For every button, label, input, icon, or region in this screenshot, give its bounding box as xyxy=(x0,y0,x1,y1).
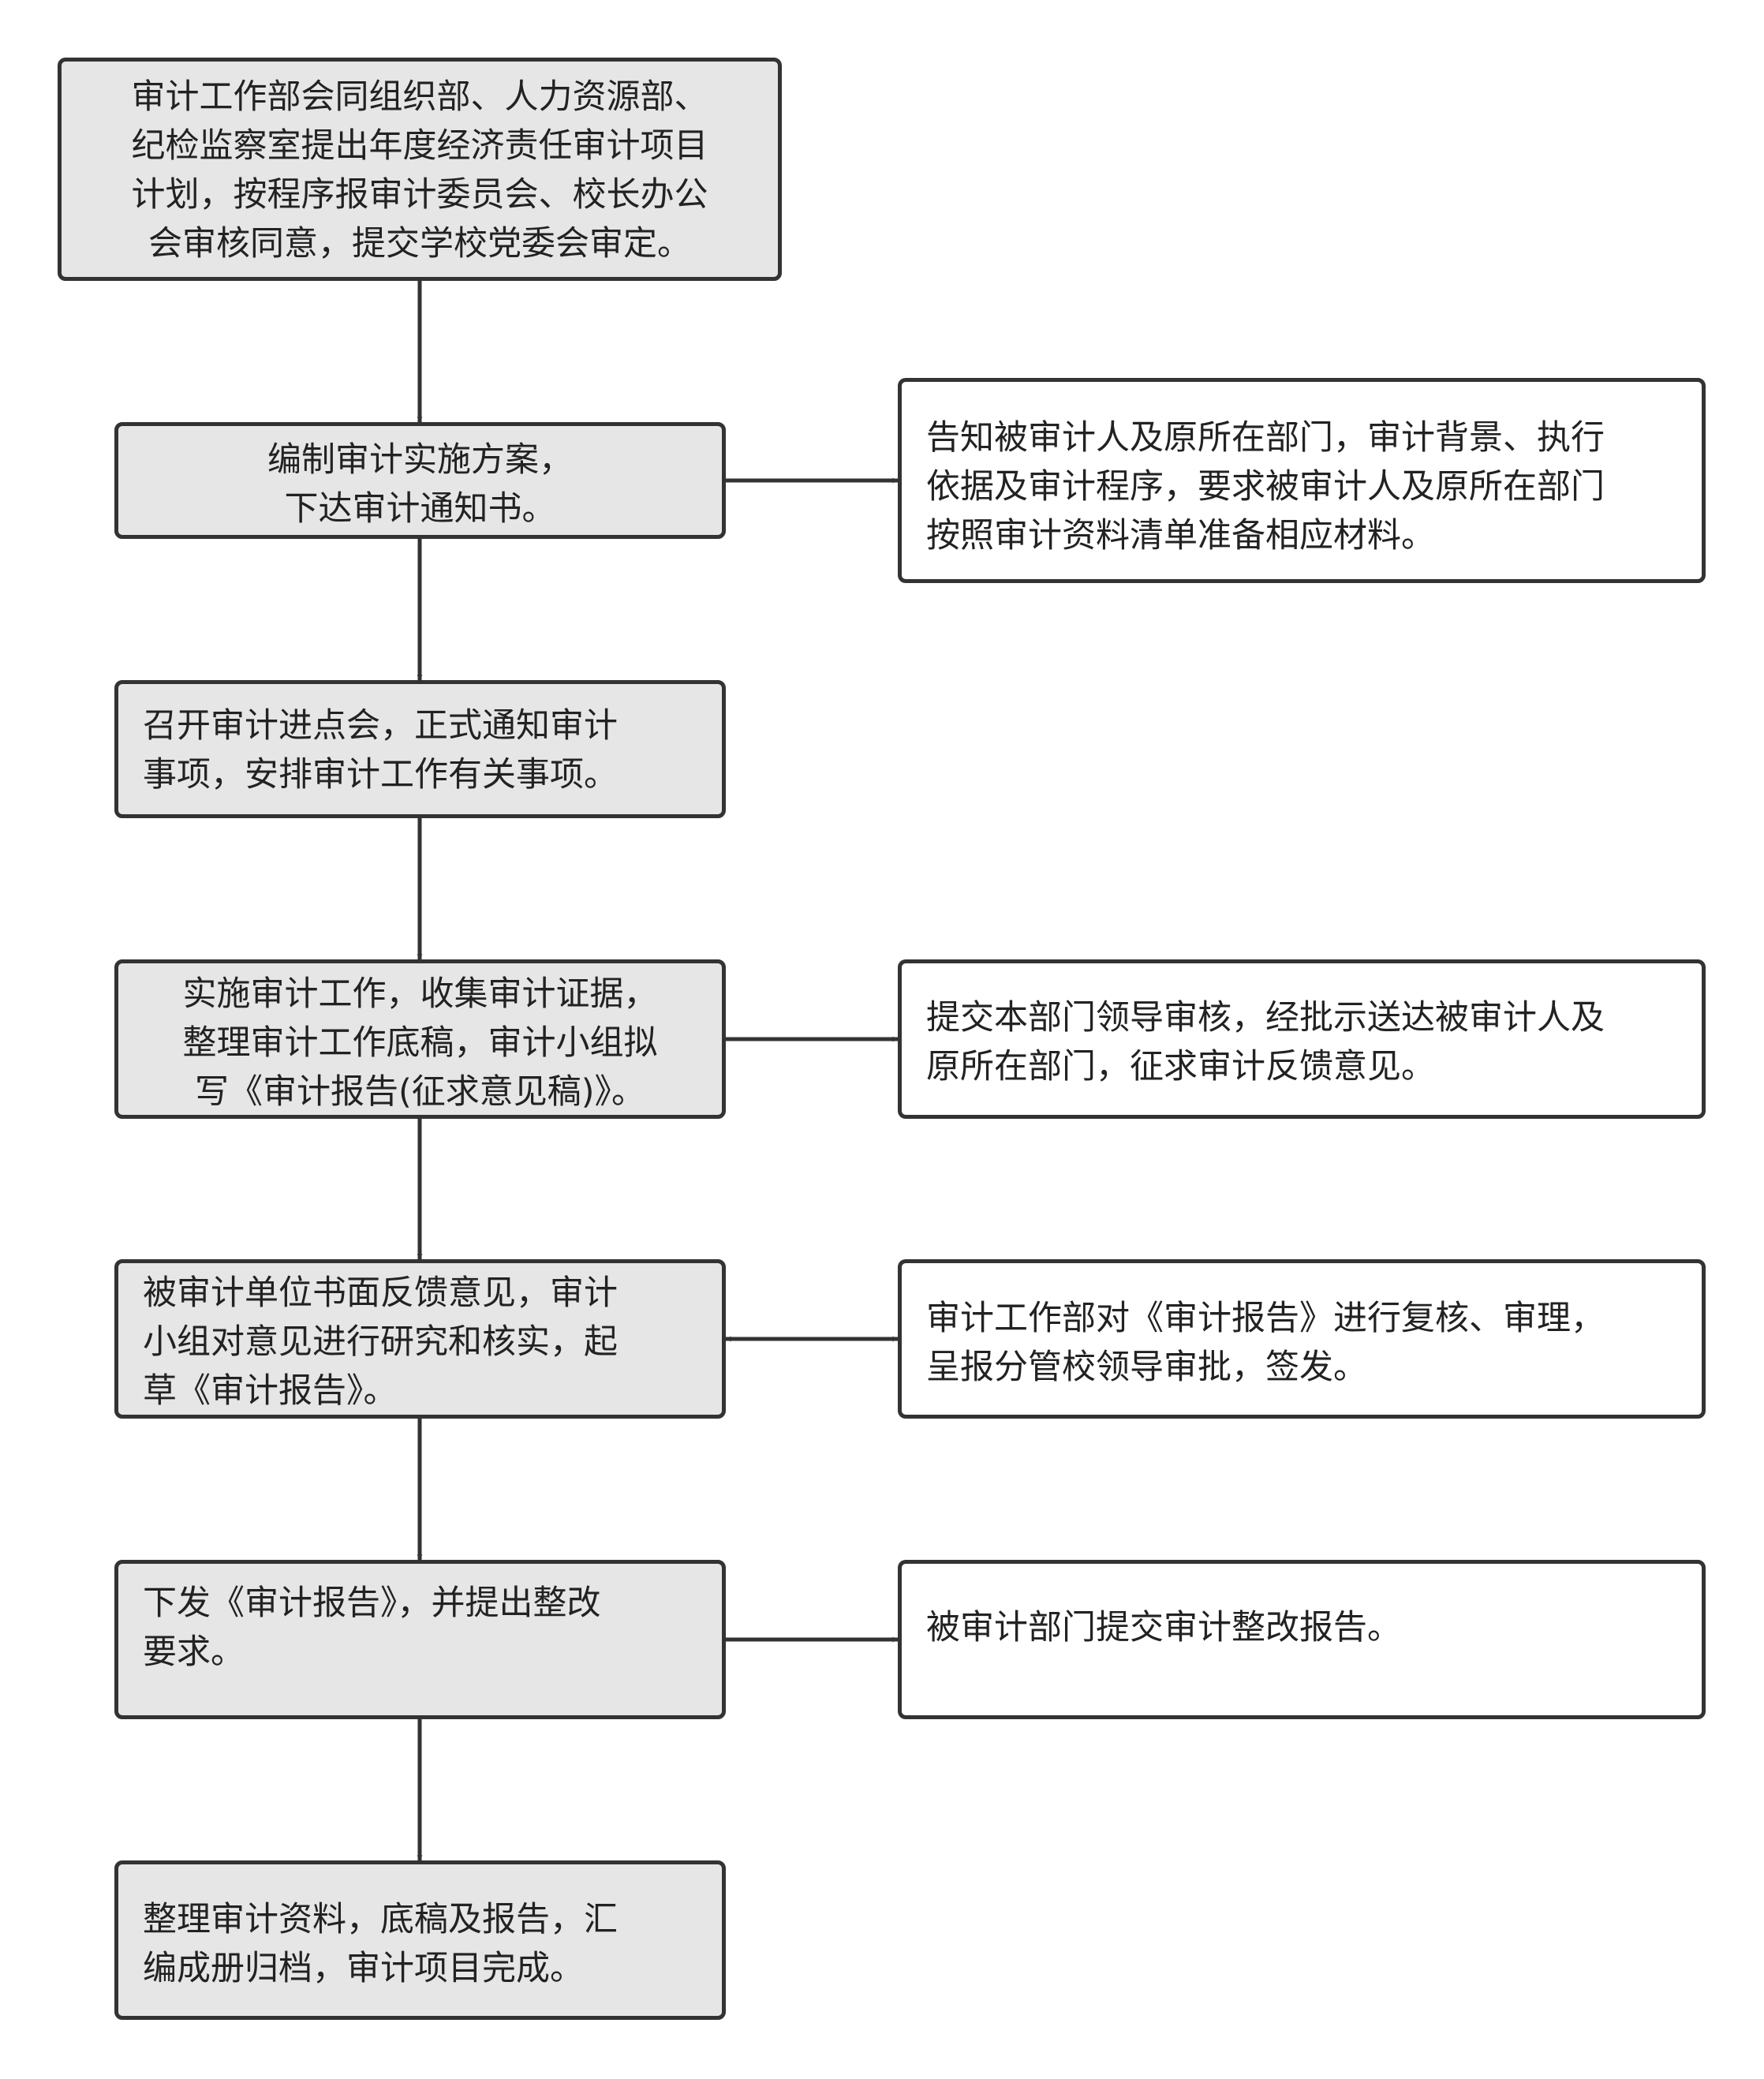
step-3-line-1: 召开审计进点会，正式通知审计 xyxy=(143,706,618,746)
note-1-line-3: 按照审计资料清单准备相应材料。 xyxy=(926,516,1435,555)
note-3-box: 审计工作部对《审计报告》进行复核、审理， 呈报分管校领导审批，签发。 xyxy=(898,1259,1706,1419)
step-4-box: 实施审计工作，收集审计证据， 整理审计工作底稿，审计小组拟 写《审计报告(征求意… xyxy=(114,959,726,1119)
note-1-line-1: 告知被审计人及原所在部门，审计背景、执行 xyxy=(926,418,1605,458)
note-2-box: 提交本部门领导审核，经批示送达被审计人及 原所在部门，征求审计反馈意见。 xyxy=(898,959,1706,1119)
step-2-line-2: 下达审计通知书。 xyxy=(284,489,556,529)
step-6-line-1: 下发《审计报告》，并提出整改 xyxy=(143,1584,601,1623)
step-7-box: 整理审计资料，底稿及报告，汇 编成册归档，审计项目完成。 xyxy=(114,1860,726,2020)
step-5-line-2: 小组对意见进行研究和核实，起 xyxy=(143,1322,618,1362)
step-2-box: 编制审计实施方案， 下达审计通知书。 xyxy=(114,422,726,539)
step-2-line-1: 编制审计实施方案， xyxy=(267,440,573,480)
step-4-line-1: 实施审计工作，收集审计证据， xyxy=(182,974,658,1014)
step-5-line-1: 被审计单位书面反馈意见，审计 xyxy=(143,1273,618,1313)
step-7-line-2: 编成册归档，审计项目完成。 xyxy=(143,1949,584,1988)
step-1-box: 审计工作部会同组织部、人力资源部、 纪检监察室提出年度经济责任审计项目 计划，按… xyxy=(58,58,782,281)
step-4-line-3: 写《审计报告(征求意见稿)》。 xyxy=(194,1072,646,1112)
step-3-line-2: 事项，安排审计工作有关事项。 xyxy=(143,755,618,795)
step-1-line-4: 会审核同意，提交学校党委会审定。 xyxy=(148,224,691,264)
step-1-line-2: 纪检监察室提出年度经济责任审计项目 xyxy=(131,126,708,166)
step-3-box: 召开审计进点会，正式通知审计 事项，安排审计工作有关事项。 xyxy=(114,680,726,818)
step-1-line-1: 审计工作部会同组织部、人力资源部、 xyxy=(131,77,708,117)
step-5-box: 被审计单位书面反馈意见，审计 小组对意见进行研究和核实，起 草《审计报告》。 xyxy=(114,1259,726,1419)
note-2-line-1: 提交本部门领导审核，经批示送达被审计人及 xyxy=(926,998,1605,1038)
note-4-line-1: 被审计部门提交审计整改报告。 xyxy=(926,1608,1401,1647)
note-1-box: 告知被审计人及原所在部门，审计背景、执行 依据及审计程序，要求被审计人及原所在部… xyxy=(898,378,1706,583)
note-3-line-2: 呈报分管校领导审批，签发。 xyxy=(926,1348,1367,1387)
note-4-box: 被审计部门提交审计整改报告。 xyxy=(898,1560,1706,1719)
step-7-line-1: 整理审计资料，底稿及报告，汇 xyxy=(143,1900,618,1939)
note-2-line-2: 原所在部门，征求审计反馈意见。 xyxy=(926,1047,1435,1086)
step-6-line-2: 要求。 xyxy=(143,1632,245,1672)
note-1-line-2: 依据及审计程序，要求被审计人及原所在部门 xyxy=(926,467,1605,507)
step-4-line-2: 整理审计工作底稿，审计小组拟 xyxy=(182,1023,658,1063)
note-3-line-1: 审计工作部对《审计报告》进行复核、审理， xyxy=(926,1299,1605,1338)
step-6-box: 下发《审计报告》，并提出整改 要求。 xyxy=(114,1560,726,1719)
step-5-line-3: 草《审计报告》。 xyxy=(143,1371,398,1411)
step-1-line-3: 计划，按程序报审计委员会、校长办公 xyxy=(131,175,708,215)
